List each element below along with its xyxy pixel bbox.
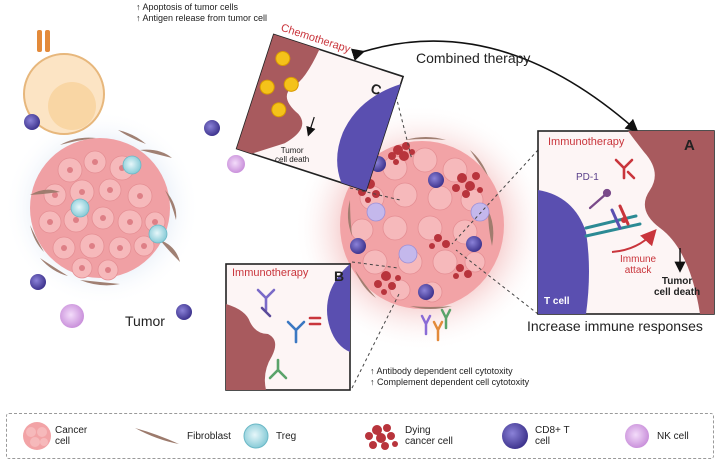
nk-cell (60, 304, 84, 328)
panel-b-letter: B (334, 268, 345, 284)
immune-attack-line1: Immune (620, 254, 657, 265)
antibodies-center (420, 308, 452, 342)
legend-nk-cell: NK cell (657, 431, 689, 442)
combined-therapy-label: Combined therapy (416, 50, 531, 66)
nk-cell-icon (625, 424, 649, 448)
pd1-label: PD-1 (576, 172, 599, 183)
legend-cancer-cell: Cancer cell (55, 425, 87, 447)
panel-c-outcome-line1: Tumor (280, 146, 304, 155)
tumor-center (340, 137, 504, 309)
immune-cell-top-left (23, 30, 105, 135)
panel-c-outcome: Tumor cell death (275, 146, 309, 164)
legend: Cancer cell Fibroblast Treg Dying cancer… (6, 413, 714, 459)
panel-a-letter: A (684, 137, 695, 154)
zoom-connectors (349, 95, 539, 389)
cd8-cell (204, 120, 220, 136)
tumor-left (30, 130, 180, 286)
panel-a-outcome-line1: Tumor (661, 276, 693, 287)
tumor-label: Tumor (125, 313, 165, 329)
legend-cd8-line2: cell (535, 436, 551, 447)
dying-cancer-cell-icon (365, 424, 398, 450)
legend-cancer-cell-line2: cell (55, 436, 71, 447)
effects-top: ↑ Apoptosis of tumor cells ↑ Antigen rel… (136, 2, 267, 24)
panel-a-outcome-line2: cell death (654, 287, 701, 298)
legend-dying-cancer-cell: Dying cancer cell (405, 425, 453, 447)
panel-a-outcome: Tumor cell death (654, 276, 700, 298)
increase-immune-label: Increase immune responses (527, 318, 703, 334)
cd8-cell (176, 304, 192, 320)
legend-treg: Treg (276, 431, 297, 442)
nk-cell (227, 155, 245, 173)
combined-therapy-arrow (350, 40, 639, 133)
cancer-cell-icon (23, 422, 51, 450)
legend-cancer-cell-line1: Cancer (55, 425, 88, 436)
cd8-cell (30, 274, 46, 290)
fibroblast-icon (135, 428, 179, 444)
legend-dying-line2: cancer cell (405, 436, 453, 447)
panel-a-title: Immunotherapy (548, 136, 625, 148)
immune-attack-line2: attack (624, 265, 652, 276)
panel-b-title: Immunotherapy (232, 267, 309, 279)
tcell-label: T cell (544, 296, 570, 307)
legend-icons (23, 422, 649, 450)
effect-antigen-release: ↑ Antigen release from tumor cell (136, 13, 268, 23)
panel-c-outcome-line2: cell death (275, 155, 310, 164)
treg-icon (243, 423, 269, 449)
legend-fibroblast: Fibroblast (187, 431, 231, 442)
cd8-cell (24, 114, 40, 130)
panel-c (235, 33, 405, 192)
cd8-t-cell-icon (502, 423, 528, 449)
effect-cdc: ↑ Complement dependent cell cytotoxity (370, 377, 530, 387)
effect-adcc: ↑ Antibody dependent cell cytotoxity (370, 366, 513, 376)
effect-apoptosis: ↑ Apoptosis of tumor cells (136, 2, 239, 12)
panel-b (225, 263, 351, 391)
legend-cd8-t-cell: CD8+ T cell (535, 425, 570, 447)
panel-a (537, 130, 715, 315)
immune-attack-label: Immune attack (620, 254, 656, 276)
effects-bottom: ↑ Antibody dependent cell cytotoxity ↑ C… (370, 366, 529, 388)
legend-cd8-line1: CD8+ T (535, 425, 570, 436)
legend-dying-line1: Dying (405, 425, 431, 436)
